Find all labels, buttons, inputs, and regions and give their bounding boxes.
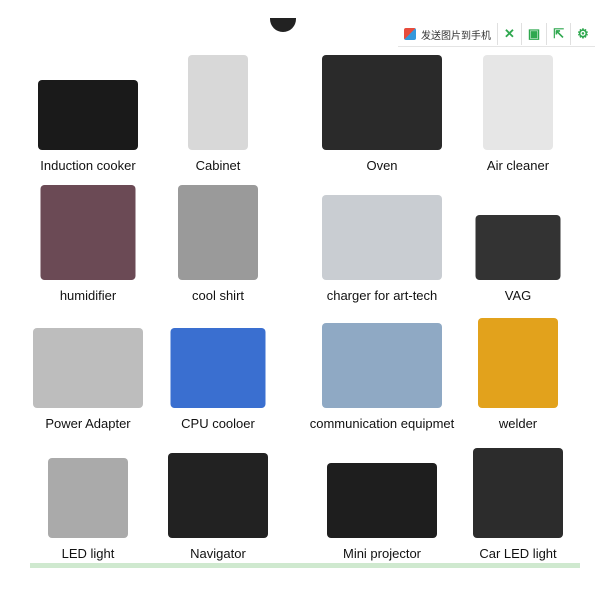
product-label: Cabinet xyxy=(195,158,241,173)
partial-image-top xyxy=(270,18,296,32)
product-item: cool shirt xyxy=(143,180,293,310)
image-toolbar: 发送图片到手机 ✕ ▣ ⇱ ⚙ xyxy=(398,22,595,47)
product-image xyxy=(38,80,138,150)
product-label: CPU cooloer xyxy=(181,416,255,431)
product-image xyxy=(483,55,553,150)
product-image xyxy=(170,328,266,408)
settings-icon: ⚙ xyxy=(577,26,589,41)
product-item: LED light xyxy=(13,440,163,570)
save-icon: ▣ xyxy=(527,26,541,41)
share-button[interactable]: ⇱ xyxy=(547,23,572,45)
product-item: Navigator xyxy=(143,440,293,570)
product-image xyxy=(178,185,258,280)
send-to-phone-label: 发送图片到手机 xyxy=(421,30,491,42)
product-item: charger for art-tech xyxy=(307,180,457,310)
product-label: Oven xyxy=(366,158,398,173)
product-label: humidifier xyxy=(59,288,117,303)
product-label: cool shirt xyxy=(191,288,245,303)
product-image xyxy=(473,448,563,538)
product-item: VAG xyxy=(443,180,593,310)
bottom-divider xyxy=(30,563,580,568)
share-icon: ⇱ xyxy=(553,26,565,41)
product-image xyxy=(188,55,248,150)
product-image xyxy=(33,328,143,408)
product-label: Navigator xyxy=(190,546,246,561)
product-image xyxy=(322,55,442,150)
send-to-phone-button[interactable]: 发送图片到手机 xyxy=(398,23,498,45)
product-image xyxy=(322,195,442,280)
product-item: Power Adapter xyxy=(13,310,163,440)
product-label: communication equipmet xyxy=(309,416,455,431)
product-item: Air cleaner xyxy=(443,48,593,178)
product-item: Cabinet xyxy=(143,48,293,178)
product-label: LED light xyxy=(61,546,115,561)
product-item: welder xyxy=(443,310,593,440)
product-image xyxy=(168,453,268,538)
product-item: communication equipmet xyxy=(307,310,457,440)
product-image xyxy=(48,458,128,538)
product-image xyxy=(327,463,437,538)
product-label: Air cleaner xyxy=(486,158,550,173)
product-item: Car LED light xyxy=(443,440,593,570)
send-to-phone-icon xyxy=(404,28,416,40)
product-image xyxy=(40,185,136,280)
product-item: humidifier xyxy=(13,180,163,310)
save-button[interactable]: ▣ xyxy=(522,23,548,45)
settings-button[interactable]: ⚙ xyxy=(571,23,595,45)
product-item: Mini projector xyxy=(307,440,457,570)
product-label: Power Adapter xyxy=(45,416,131,431)
product-image xyxy=(475,215,561,280)
product-label: charger for art-tech xyxy=(326,288,438,303)
product-label: Mini projector xyxy=(342,546,422,561)
product-image xyxy=(322,323,442,408)
product-label: VAG xyxy=(504,288,532,303)
product-label: Car LED light xyxy=(479,546,557,561)
product-image xyxy=(478,318,558,408)
product-item: Oven xyxy=(307,48,457,178)
product-label: welder xyxy=(498,416,538,431)
fullscreen-button[interactable]: ✕ xyxy=(498,23,522,45)
product-item: CPU cooloer xyxy=(143,310,293,440)
product-label: Induction cooker xyxy=(40,158,136,173)
product-item: Induction cooker xyxy=(13,48,163,178)
fullscreen-icon: ✕ xyxy=(504,26,515,41)
